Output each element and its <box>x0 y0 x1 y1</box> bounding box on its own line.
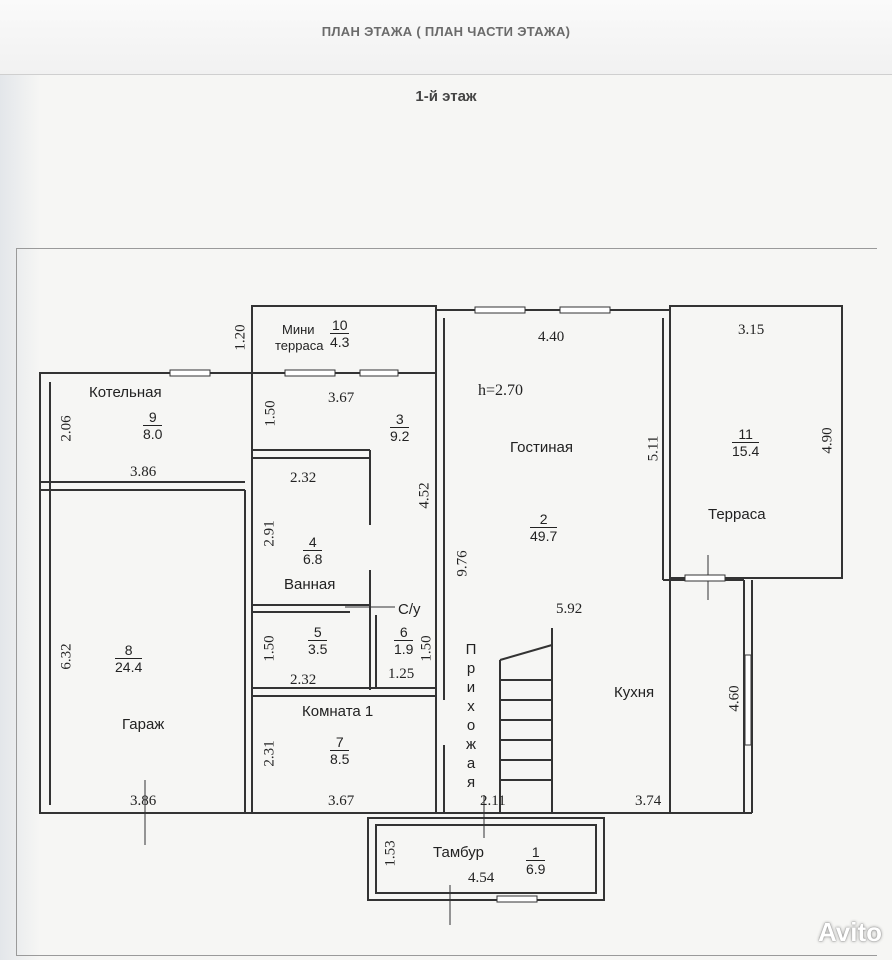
room-name-bath: Ванная <box>284 576 336 593</box>
dim-4-40: 4.40 <box>538 329 565 345</box>
dim-4-90: 4.90 <box>819 427 836 454</box>
dim-3-67-top: 3.67 <box>328 390 355 406</box>
room-name-wc: С/у <box>398 601 421 618</box>
dim-4-52: 4.52 <box>416 482 433 509</box>
dim-2-11: 2.11 <box>480 793 506 809</box>
dim-1-25: 1.25 <box>388 666 415 682</box>
dim-1-50-a: 1.50 <box>262 400 279 427</box>
plan-frame <box>16 248 877 956</box>
dim-1-53: 1.53 <box>382 840 399 867</box>
staircase <box>499 643 553 814</box>
room-name-room1: Комната 1 <box>302 703 374 720</box>
document-header: ПЛАН ЭТАЖА ( ПЛАН ЧАСТИ ЭТАЖА) <box>0 0 892 75</box>
window <box>169 369 211 377</box>
dim-3-67-bot: 3.67 <box>328 793 355 809</box>
dim-1-20: 1.20 <box>232 324 249 351</box>
avito-watermark: Avito <box>817 917 882 947</box>
room-name-boiler: Котельная <box>89 384 162 401</box>
dim-3-86-top: 3.86 <box>130 464 157 480</box>
window <box>474 306 526 314</box>
room-name-living: Гостиная <box>510 439 573 456</box>
dim-4-54: 4.54 <box>468 870 495 886</box>
dim-3-15: 3.15 <box>738 322 765 338</box>
room-name-garage: Гараж <box>122 716 165 733</box>
wall-vestibule-inner <box>375 824 597 894</box>
wall-vestibule <box>367 817 605 901</box>
dim-1-50-b: 1.50 <box>261 635 278 662</box>
scan-edge <box>0 75 40 960</box>
room-name-mini-terrace-2: терраса <box>275 338 324 353</box>
floor-title: 1-й этаж <box>415 88 477 105</box>
window <box>559 306 611 314</box>
dim-3-86-bot: 3.86 <box>130 793 157 809</box>
wall-terrace <box>669 305 843 579</box>
room-name-vestibule: Тамбур <box>433 844 484 861</box>
dim-2-32-bot: 2.32 <box>290 672 317 688</box>
window <box>284 369 336 377</box>
dim-1-50-c: 1.50 <box>418 635 435 662</box>
dim-2-32-top: 2.32 <box>290 470 317 486</box>
dim-5-92: 5.92 <box>556 601 583 617</box>
dim-6-32: 6.32 <box>58 643 75 670</box>
room-name-kitchen: Кухня <box>614 684 655 701</box>
dim-5-11: 5.11 <box>645 435 662 462</box>
dim-9-76: 9.76 <box>454 550 471 577</box>
dim-2-91: 2.91 <box>261 520 278 547</box>
wall-left-block <box>39 372 437 814</box>
room-name-terrace: Терраса <box>708 506 766 523</box>
document-title: ПЛАН ЭТАЖА ( ПЛАН ЧАСТИ ЭТАЖА) <box>321 24 571 39</box>
window <box>744 654 752 746</box>
window <box>496 895 538 903</box>
window <box>359 369 399 377</box>
dim-3-74: 3.74 <box>635 793 662 809</box>
window <box>684 574 726 582</box>
room-name-mini-terrace-1: Мини <box>282 322 315 337</box>
dim-4-60: 4.60 <box>726 685 743 712</box>
ceiling-height: h=2.70 <box>478 382 524 399</box>
dim-2-31: 2.31 <box>261 740 278 767</box>
dim-2-06: 2.06 <box>58 415 75 442</box>
